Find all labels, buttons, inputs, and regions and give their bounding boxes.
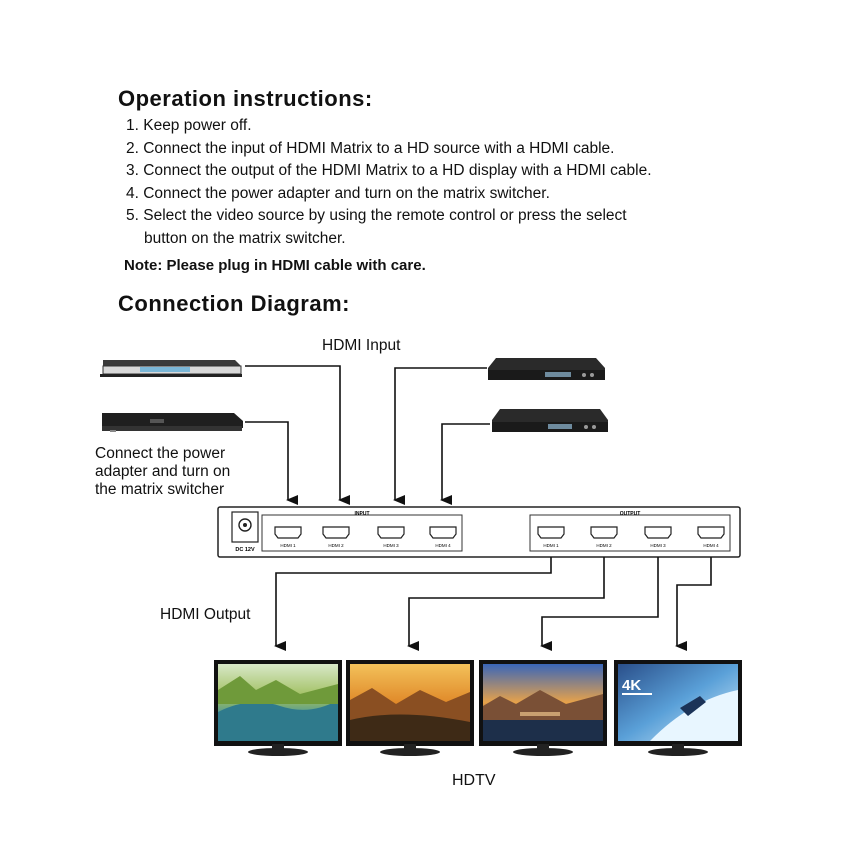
power-line-2: adapter and turn on [95,463,231,480]
output-cables [274,557,712,651]
dc-label: DC 12V [235,547,255,553]
operation-steps: 1. Keep power off. 2. Connect the input … [126,115,652,250]
input-port-1: HDMI 1 [274,526,302,548]
hdtv-label: HDTV [452,772,496,789]
output-port-1: HDMI 1 [537,526,565,548]
power-line-3: the matrix switcher [95,481,225,498]
power-instructions: Connect the power adapter and turn on th… [95,445,230,499]
hdtv-2 [346,660,474,756]
dc-power-port-icon [238,518,252,532]
step-4: 4. Connect the power adapter and turn on… [126,184,550,202]
output-group-label: OUTPUT [620,511,641,517]
hdtv-1 [214,660,342,756]
input-cables [245,365,490,505]
hdmi-matrix-switcher: DC 12V INPUT OUTPUT HDMI 1 HDMI 2 HDMI 3… [217,506,741,558]
hdmi-input-label: HDMI Input [322,337,401,354]
tv-4k-badge: 4K [622,677,641,694]
input-port-4: HDMI 4 [429,526,457,548]
step-5-continued: button on the matrix switcher. [144,229,346,247]
input-port-2: HDMI 2 [322,526,350,548]
output-port-3: HDMI 3 [644,526,672,548]
svg-text:HDMI 2: HDMI 2 [596,543,612,548]
svg-text:HDMI 3: HDMI 3 [383,543,399,548]
svg-text:HDMI 1: HDMI 1 [280,543,296,548]
source-device-2 [102,413,243,432]
step-5: 5. Select the video source by using the … [126,207,627,224]
svg-text:HDMI 4: HDMI 4 [435,543,451,548]
hdmi-output-label: HDMI Output [160,606,251,623]
svg-text:HDMI 2: HDMI 2 [328,543,344,548]
source-device-1 [100,360,242,377]
operation-title: Operation instructions: [118,86,373,111]
output-port-2: HDMI 2 [590,526,618,548]
step-1: 1. Keep power off. [126,117,252,134]
svg-text:HDMI 1: HDMI 1 [543,543,559,548]
input-group-label: INPUT [355,511,370,517]
hdtv-4: 4K [614,660,742,756]
step-3: 3. Connect the output of the HDMI Matrix… [126,162,652,179]
step-2: 2. Connect the input of HDMI Matrix to a… [126,139,615,157]
hdtv-3 [479,660,607,756]
diagram-title: Connection Diagram: [118,291,350,316]
source-device-4 [492,409,608,432]
svg-text:HDMI 3: HDMI 3 [650,543,666,548]
input-port-3: HDMI 3 [377,526,405,548]
care-note: Note: Please plug in HDMI cable with car… [124,257,426,274]
svg-text:HDMI 4: HDMI 4 [703,543,719,548]
source-device-3 [488,358,605,380]
power-line-1: Connect the power [95,445,226,462]
output-port-4: HDMI 4 [697,526,725,548]
